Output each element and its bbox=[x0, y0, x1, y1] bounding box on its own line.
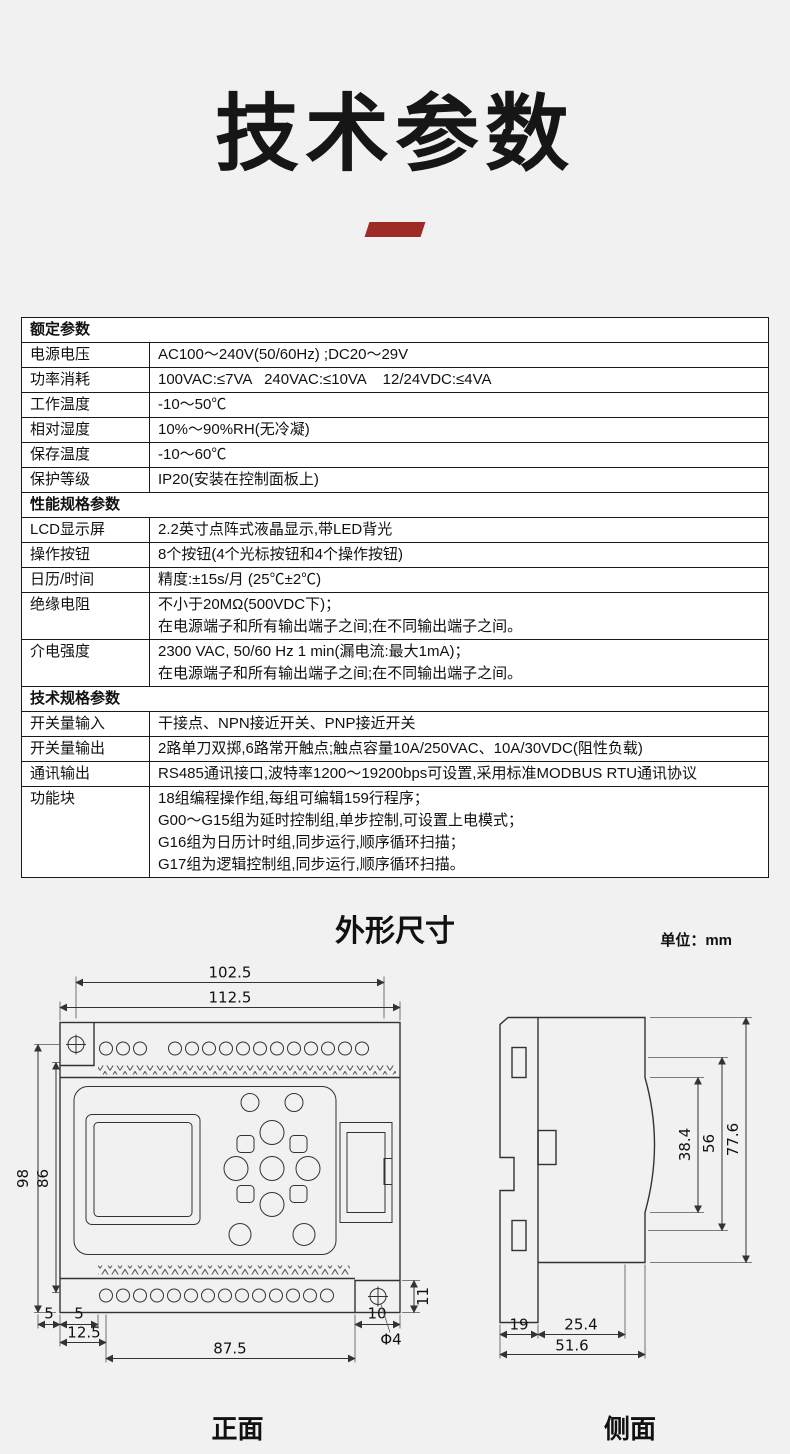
spec-value: 不小于20MΩ(500VDC下)； 在电源端子和所有输出端子之间;在不同输出端子… bbox=[149, 592, 769, 640]
spec-value: 2.2英寸点阵式液晶显示,带LED背光 bbox=[149, 517, 769, 543]
spec-label: 日历/时间 bbox=[21, 567, 150, 593]
device-front-body bbox=[59, 1021, 401, 1314]
dim-98: 98 bbox=[14, 1169, 32, 1188]
spec-label: 功率消耗 bbox=[21, 367, 150, 393]
dim-86: 86 bbox=[34, 1169, 52, 1188]
spec-label: 保存温度 bbox=[21, 442, 150, 468]
dim-10: 10 bbox=[367, 1305, 386, 1323]
drawing-captions: 正面 侧面 bbox=[0, 1409, 790, 1446]
dimensions-title: 外形尺寸 bbox=[335, 915, 455, 948]
table-section-row: 性能规格参数 bbox=[21, 492, 769, 518]
spec-value: RS485通讯接口,波特率1200～19200bps可设置,采用标准MODBUS… bbox=[149, 761, 769, 787]
spec-label: 开关量输入 bbox=[21, 711, 150, 737]
dim-25-4: 25.4 bbox=[564, 1316, 597, 1334]
side-view-caption: 侧面 bbox=[603, 1414, 656, 1444]
dim-87-5: 87.5 bbox=[213, 1340, 246, 1358]
title-accent-mark bbox=[364, 222, 426, 237]
dim-51-6: 51.6 bbox=[555, 1337, 588, 1355]
table-row: 保存温度-10～60℃ bbox=[21, 442, 769, 468]
top-terminal-row bbox=[99, 1041, 369, 1056]
spec-value: 2路单刀双掷,6路常开触点;触点容量10A/250VAC、10A/30VDC(阻… bbox=[149, 736, 769, 762]
dim-102-5: 102.5 bbox=[209, 964, 252, 982]
spec-label: 通讯输出 bbox=[21, 761, 150, 787]
spec-value: IP20(安装在控制面板上) bbox=[149, 467, 769, 493]
section-title: 性能规格参数 bbox=[21, 492, 769, 518]
spec-value: 10%～90%RH(无冷凝) bbox=[149, 417, 769, 443]
page-title: 技术参数 bbox=[214, 87, 575, 181]
spec-label: LCD显示屏 bbox=[21, 517, 150, 543]
side-dimensions: 38.4 56 77.6 19 25.4 51.6 bbox=[499, 1016, 752, 1359]
side-connector-block bbox=[339, 1122, 393, 1223]
front-dimensions: 102.5 112.5 98 86 5 bbox=[14, 964, 432, 1363]
spec-label: 相对湿度 bbox=[21, 417, 150, 443]
button-cluster bbox=[223, 1093, 321, 1246]
spec-value: -10～60℃ bbox=[149, 442, 769, 468]
dim-77-6: 77.6 bbox=[724, 1123, 742, 1156]
spec-label: 开关量输出 bbox=[21, 736, 150, 762]
mounting-hole-top-left bbox=[66, 1034, 86, 1055]
spec-value: 8个按钮(4个光标按钮和4个操作按钮) bbox=[149, 542, 769, 568]
table-row: 日历/时间精度:±15s/月 (25℃±2℃) bbox=[21, 567, 769, 593]
side-view-drawing: 38.4 56 77.6 19 25.4 51.6 bbox=[499, 1016, 752, 1359]
dim-38-4: 38.4 bbox=[676, 1128, 694, 1161]
spec-label: 电源电压 bbox=[21, 342, 150, 368]
dim-56: 56 bbox=[700, 1134, 718, 1153]
spec-value: 100VAC:≤7VA 240VAC:≤10VA 12/24VDC:≤4VA bbox=[149, 367, 769, 393]
section-title: 技术规格参数 bbox=[21, 686, 769, 712]
table-row: 开关量输入干接点、NPN接近开关、PNP接近开关 bbox=[21, 711, 769, 737]
table-row: 工作温度-10～50℃ bbox=[21, 392, 769, 418]
bottom-vent-zigzag bbox=[98, 1265, 350, 1275]
section-title: 额定参数 bbox=[21, 317, 769, 343]
dim-5-left: 5 bbox=[44, 1305, 54, 1323]
spec-value: 2300 VAC, 50/60 Hz 1 min(漏电流:最大1mA)； 在电源… bbox=[149, 639, 769, 687]
rail-clip-slot-top bbox=[511, 1046, 527, 1079]
din-rail-notch bbox=[537, 1129, 557, 1166]
top-vent-zigzag bbox=[98, 1065, 396, 1075]
spec-value: -10～50℃ bbox=[149, 392, 769, 418]
dim-12-5: 12.5 bbox=[67, 1324, 100, 1342]
dim-5-left-2: 5 bbox=[74, 1305, 84, 1323]
spec-label: 功能块 bbox=[21, 786, 150, 878]
front-view-drawing: 102.5 112.5 98 86 5 bbox=[14, 964, 432, 1363]
spec-label: 绝缘电阻 bbox=[21, 592, 150, 640]
dim-11: 11 bbox=[414, 1287, 432, 1306]
bottom-terminal-row bbox=[99, 1288, 334, 1303]
dim-19: 19 bbox=[509, 1316, 528, 1334]
device-side-profile bbox=[499, 1016, 656, 1324]
dimensions-heading-row: 外形尺寸 单位：mm bbox=[0, 906, 790, 952]
table-section-row: 技术规格参数 bbox=[21, 686, 769, 712]
front-panel bbox=[73, 1086, 337, 1255]
front-view-caption: 正面 bbox=[211, 1414, 264, 1444]
lcd-screen bbox=[85, 1114, 201, 1225]
spec-value: 干接点、NPN接近开关、PNP接近开关 bbox=[149, 711, 769, 737]
spec-label: 操作按钮 bbox=[21, 542, 150, 568]
drawings-area: 102.5 112.5 98 86 5 bbox=[0, 960, 790, 1365]
unit-note: 单位：mm bbox=[660, 932, 732, 949]
table-row: 绝缘电阻不小于20MΩ(500VDC下)； 在电源端子和所有输出端子之间;在不同… bbox=[21, 592, 769, 640]
spec-value: 18组编程操作组,每组可编辑159行程序； G00～G15组为延时控制组,单步控… bbox=[149, 786, 769, 878]
rail-clip-slot-bottom bbox=[511, 1219, 527, 1252]
dim-phi4: Φ4 bbox=[380, 1331, 401, 1349]
spec-label: 保护等级 bbox=[21, 467, 150, 493]
spec-value: AC100～240V(50/60Hz) ;DC20～29V bbox=[149, 342, 769, 368]
spec-value: 精度:±15s/月 (25℃±2℃) bbox=[149, 567, 769, 593]
spec-label: 介电强度 bbox=[21, 639, 150, 687]
table-section-row: 额定参数 bbox=[21, 317, 769, 343]
dim-112-5: 112.5 bbox=[209, 989, 252, 1007]
mounting-hole-bottom-right bbox=[368, 1286, 388, 1307]
spec-label: 工作温度 bbox=[21, 392, 150, 418]
